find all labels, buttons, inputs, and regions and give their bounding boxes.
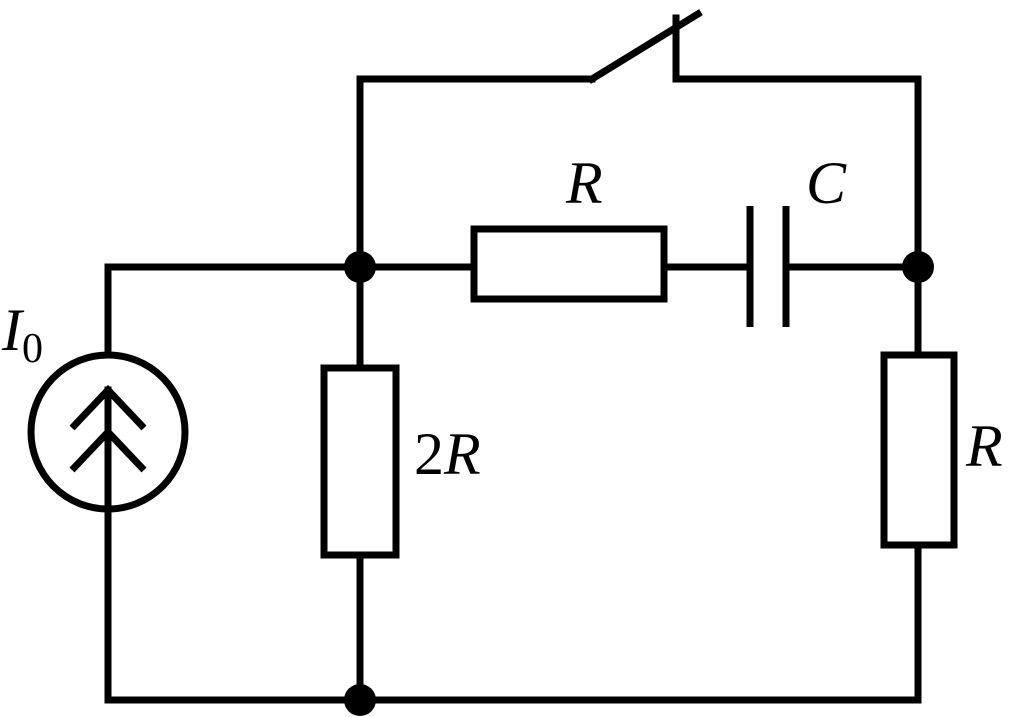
resistor-top [470, 225, 668, 303]
current-source-arrow-upper [69, 384, 147, 431]
wires [104, 14, 922, 704]
node-bottom [344, 684, 376, 716]
resistor-left [320, 364, 400, 559]
capacitor [746, 206, 790, 327]
label-resistor-left: 2R [414, 421, 481, 487]
wire-switch-branch-right [672, 14, 922, 271]
resistor-right [880, 351, 958, 549]
label-resistor-left-coefficient: 2 [414, 421, 444, 487]
label-source-subscript: 0 [22, 326, 43, 372]
label-source: I0 [1, 297, 43, 372]
node-right-top [902, 251, 934, 283]
label-resistor-left-symbol: R [443, 421, 481, 487]
switch-blade [587, 9, 703, 84]
wire-switch-branch-left [356, 75, 596, 271]
label-resistor-right: R [965, 413, 1003, 479]
wire-source-bottom [104, 506, 922, 704]
current-source-arrow-lower [69, 426, 147, 473]
label-resistor-top: R [565, 150, 603, 216]
label-capacitor: C [806, 150, 847, 216]
wire-source-top [104, 263, 364, 359]
node-left-top [344, 251, 376, 283]
label-source-symbol: I [1, 297, 25, 363]
current-source [27, 351, 189, 513]
